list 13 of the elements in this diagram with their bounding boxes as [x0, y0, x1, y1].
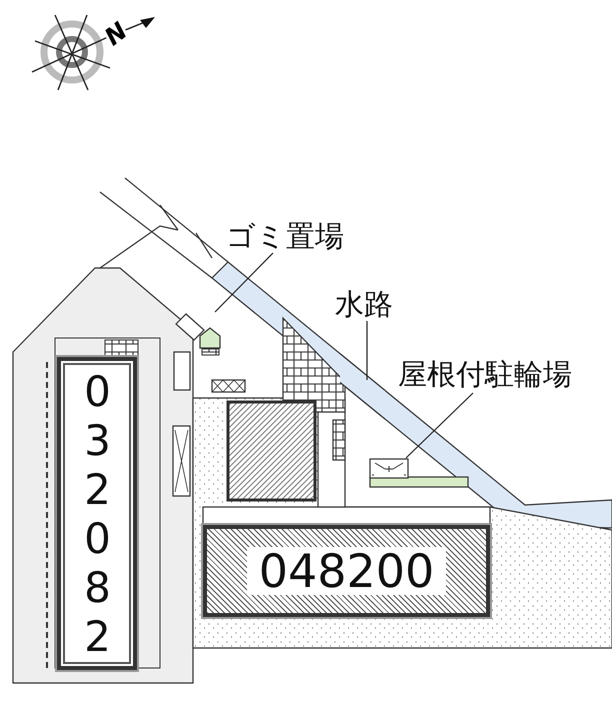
building-outline: [57, 357, 137, 670]
waterway: [340, 353, 385, 420]
building-outline: [203, 525, 490, 617]
leader-line: [406, 392, 474, 458]
bicycle-shelter: [369, 458, 409, 479]
map-label: ゴミ置場: [226, 220, 360, 252]
building-number: 048200: [246, 547, 446, 595]
leader-line: [366, 321, 368, 380]
map-label: 水路: [335, 288, 405, 320]
map-label: 屋根付駐輪場: [398, 358, 606, 392]
garbage-shed: [174, 312, 222, 356]
leader-line: [214, 252, 274, 312]
building-number: 032082: [73, 366, 121, 660]
